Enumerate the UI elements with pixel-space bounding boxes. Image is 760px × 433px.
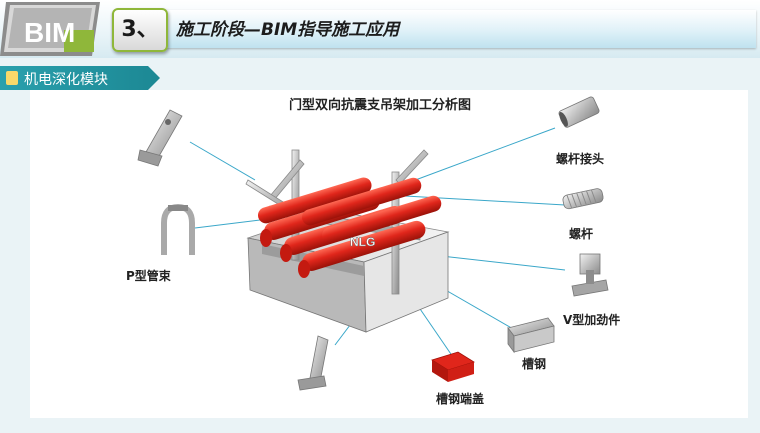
bracket-icon <box>137 109 183 167</box>
module-tab-marker <box>6 71 18 85</box>
part-label-v-stiffener: V型加劲件 <box>563 313 621 327</box>
slide-title: 施工阶段—BIM指导施工应用 <box>176 20 400 40</box>
v-stiffener-icon <box>571 253 609 297</box>
rod-coupler-icon <box>558 96 600 128</box>
part-label-channel-end-cap: 槽钢端盖 <box>436 392 485 406</box>
title-bar <box>112 10 756 48</box>
threaded-rod-icon <box>562 188 604 210</box>
channel-steel-icon <box>507 317 555 354</box>
channel-end-cap-icon <box>431 351 475 382</box>
base-bracket-icon <box>297 335 329 391</box>
red-pipes <box>257 177 442 278</box>
diagram-title: 门型双向抗震支吊架加工分析图 <box>288 98 471 113</box>
part-label-threaded-rod: 螺杆 <box>569 227 594 241</box>
part-label-p-clamp: P型管束 <box>126 269 171 283</box>
section-number-badge: 3、 <box>112 8 168 52</box>
center-label: NLG <box>350 235 375 249</box>
bim-logo: BIM <box>0 2 100 56</box>
module-tab <box>0 66 160 90</box>
p-clamp-icon <box>161 203 195 255</box>
part-label-channel-steel: 槽钢 <box>522 357 547 371</box>
logo-text: BIM <box>24 17 75 48</box>
part-label-rod-coupler: 螺杆接头 <box>556 152 605 166</box>
module-label: 机电深化模块 <box>24 72 108 88</box>
